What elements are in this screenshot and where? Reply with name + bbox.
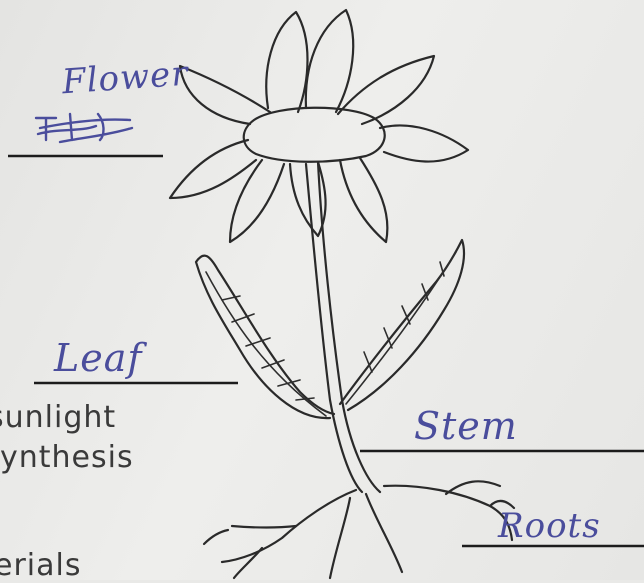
leaf-label: Leaf: [54, 336, 142, 380]
cutoff-text-synthesis: ynthesis: [0, 440, 134, 475]
right-leaf: [340, 240, 464, 410]
roots-label: Roots: [498, 506, 601, 546]
petals: [170, 10, 468, 242]
crossed-out-scribble: [36, 114, 132, 142]
left-leaf: [196, 256, 334, 419]
roots: [204, 481, 514, 578]
cutoff-text-sunlight: sunlight: [0, 400, 116, 435]
cutoff-text-materials: erials: [0, 548, 81, 583]
stem-label: Stem: [414, 404, 518, 448]
flower-center: [244, 108, 385, 162]
